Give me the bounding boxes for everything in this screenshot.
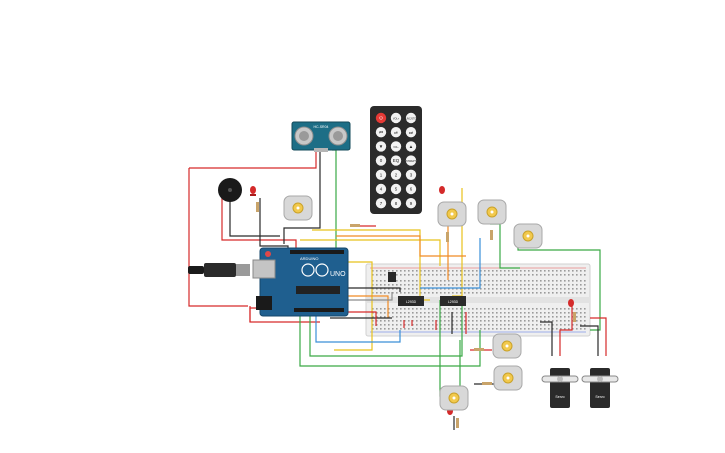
remote-button-label: 4 (380, 187, 383, 192)
remote-button-label: EQ (393, 158, 400, 163)
remote-button-label: 9 (410, 201, 413, 206)
remote-button[interactable] (375, 155, 387, 166)
remote-button[interactable] (405, 169, 417, 180)
servo-left-label: Servo (555, 395, 564, 399)
remote-button[interactable] (390, 169, 402, 180)
remote-button-label: FUNC/STOP (404, 118, 418, 121)
sensor-label: HC-SR04 (314, 125, 329, 129)
dc-motor[interactable] (283, 195, 313, 221)
remote-button[interactable] (405, 183, 417, 195)
dc-motor[interactable] (513, 223, 543, 249)
dc-motor[interactable] (493, 365, 523, 391)
chip-right-label: L293D (448, 300, 459, 304)
remote-button[interactable] (390, 183, 402, 195)
remote-button[interactable] (375, 183, 387, 195)
remote-button-label: ⏭ (409, 130, 413, 135)
remote-button[interactable] (390, 141, 402, 152)
motor-driver-chip-left[interactable]: L293D (398, 296, 424, 306)
resistors (256, 202, 576, 428)
remote-button[interactable] (375, 169, 387, 180)
breadboard[interactable] (365, 263, 591, 337)
servo-right[interactable]: Servo (581, 368, 619, 408)
remote-button[interactable] (405, 141, 417, 152)
remote-button[interactable] (375, 141, 387, 152)
remote-button-label: 2 (395, 172, 398, 177)
remote-button-label: ⏮ (379, 130, 383, 135)
remote-button-label: 5 (395, 187, 398, 192)
piezo-buzzer[interactable] (218, 178, 242, 202)
usb-cable (188, 266, 204, 274)
remote-button-label: VOL+ (393, 118, 400, 121)
remote-button-label: 0 (380, 158, 383, 163)
remote-button-label: 7 (380, 201, 383, 206)
led-red-1[interactable] (250, 186, 256, 196)
ir-remote[interactable]: ⏻ VOL+ FUNC/STOP ⏮ ⏯ ⏭ ▼ VOL- ▲ 0 EQ ST/REPT 1 2 3 4 5 6 7… (370, 106, 422, 214)
remote-button[interactable] (375, 198, 387, 209)
dc-motor[interactable] (439, 385, 469, 411)
remote-button[interactable] (390, 155, 402, 166)
remote-button[interactable] (405, 155, 417, 166)
ultrasonic-sensor[interactable]: HC-SR04 (291, 121, 351, 152)
remote-button-label: VOL- (393, 146, 399, 149)
remote-button[interactable] (390, 127, 402, 138)
remote-button-label: ⏯ (394, 130, 398, 135)
dc-motor[interactable] (492, 333, 522, 359)
dc-motors (283, 195, 543, 411)
dc-motor[interactable] (437, 201, 467, 227)
remote-button[interactable] (390, 112, 402, 124)
chip-left-label: L293D (406, 300, 417, 304)
servo-left[interactable]: Servo (541, 368, 579, 408)
remote-button[interactable] (390, 198, 402, 209)
remote-button[interactable] (405, 112, 417, 124)
remote-button[interactable] (405, 127, 417, 138)
ir-receiver[interactable] (388, 272, 396, 282)
remote-button-label: ⏻ (379, 116, 383, 121)
arduino-brand-label: ARDUINO (300, 256, 318, 261)
arduino-uno[interactable]: UNO ARDUINO (188, 247, 349, 317)
remote-button[interactable] (375, 112, 387, 124)
remote-button-label: ▼ (379, 144, 383, 149)
arduino-model-label: UNO (330, 271, 346, 278)
remote-button[interactable] (375, 127, 387, 138)
remote-button-label: 8 (395, 201, 398, 206)
remote-button-label: ST/REPT (406, 160, 417, 163)
servo-right-label: Servo (595, 395, 604, 399)
led-red-3[interactable] (568, 299, 574, 307)
remote-button-label: 3 (410, 172, 413, 177)
dc-motor[interactable] (477, 199, 507, 225)
remote-button-label: 6 (410, 187, 413, 192)
remote-button-label: ▲ (409, 144, 413, 149)
remote-button-label: 1 (380, 172, 383, 177)
led-red-2[interactable] (439, 186, 445, 194)
breadboard-holes (372, 270, 586, 330)
motor-driver-chip-right[interactable]: L293D (440, 296, 466, 306)
remote-buttons: ⏻ VOL+ FUNC/STOP ⏮ ⏯ ⏭ ▼ VOL- ▲ 0 EQ ST/REPT 1 2 3 4 5 6 7… (375, 112, 418, 209)
remote-button[interactable] (405, 198, 417, 209)
